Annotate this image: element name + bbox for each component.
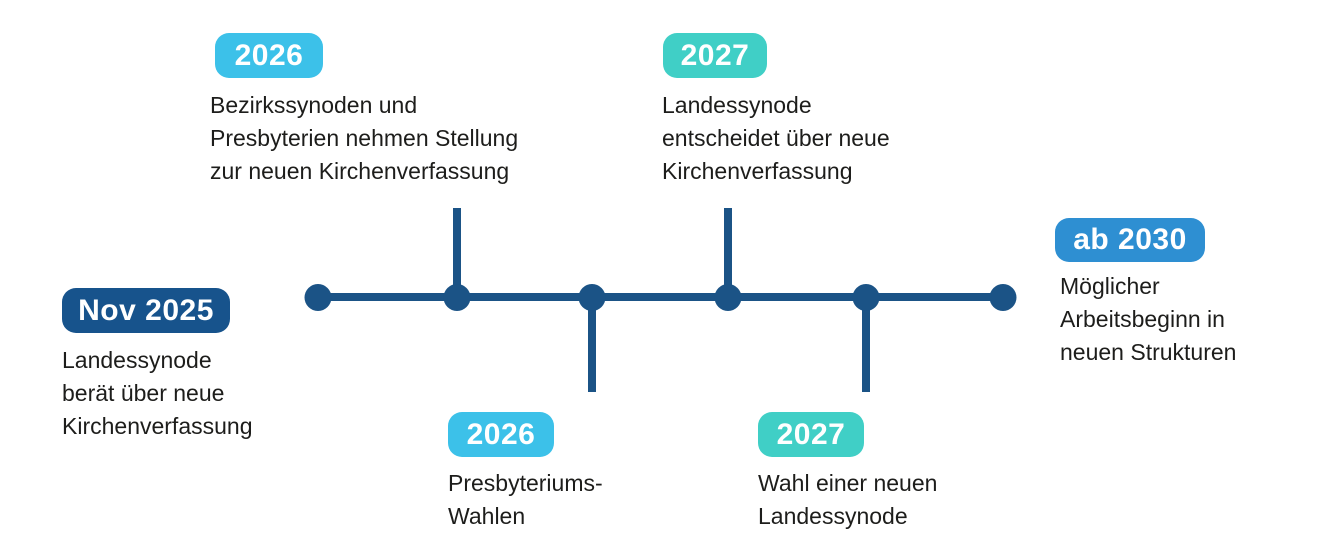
timeline-node-end: [989, 284, 1017, 311]
timeline-node-2026-bottom: [578, 284, 606, 311]
badge-ab-2030: ab 2030: [1055, 218, 1205, 262]
timeline-node-2027-bottom: [852, 284, 880, 311]
connector-2027-top: [724, 208, 732, 297]
badge-2027-top: 2027: [663, 33, 767, 78]
description-ab-2030: Möglicher Arbeitsbeginn in neuen Struktu…: [1060, 273, 1237, 365]
badge-nov-2025: Nov 2025: [62, 288, 230, 333]
connector-2027-bottom: [862, 297, 870, 392]
badge-2026-bottom: 2026: [448, 412, 554, 457]
description-2026-top: Bezirkssynoden und Presbyterien nehmen S…: [210, 92, 519, 184]
timeline-node-2026-top: [443, 284, 471, 311]
description-2027-bottom: Wahl einer neuen Landessynode: [758, 470, 938, 529]
timeline-axis: [318, 293, 1003, 301]
description-2026-bottom: Presbyteriums- Wahlen: [448, 470, 603, 529]
badge-2027-bottom: 2027: [758, 412, 864, 457]
description-2027-top: Landessynode entscheidet über neue Kirch…: [662, 92, 890, 184]
description-nov-2025: Landessynode berät über neue Kirchenverf…: [62, 347, 253, 439]
timeline-node-2027-top: [714, 284, 742, 311]
connector-2026-top: [453, 208, 461, 297]
connector-2026-bottom: [588, 297, 596, 392]
badge-2026-top: 2026: [215, 33, 323, 78]
timeline-node-start: [304, 284, 332, 311]
